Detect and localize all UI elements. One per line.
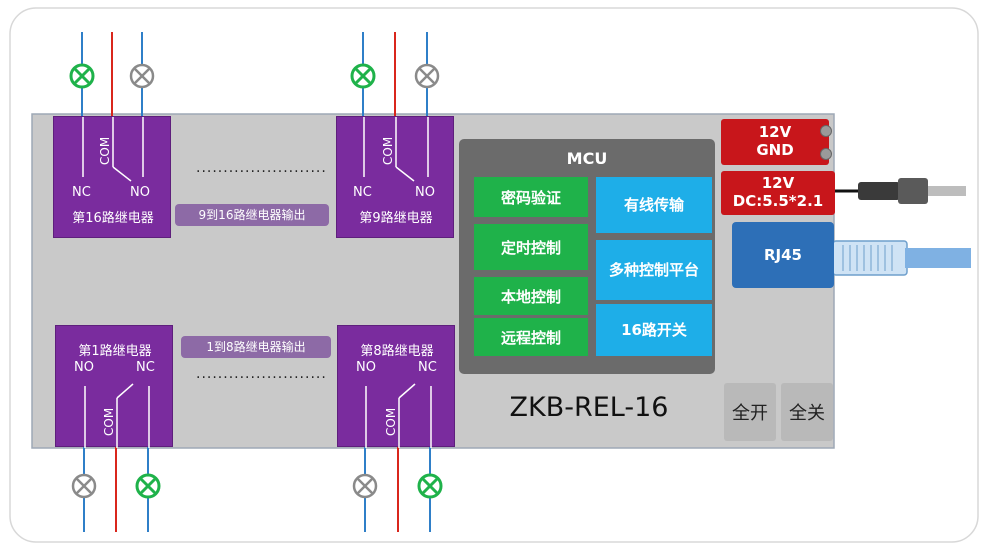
lamp-off-icon [129,63,155,89]
lamp-off-icon [414,63,440,89]
rj45-cable [905,248,971,268]
relay-1-com: COM [102,407,116,436]
feature-multi-platform: 多种控制平台 [596,240,712,300]
lamp-on-icon [135,473,161,499]
relay-8-com: COM [384,407,398,436]
relay-8: 第8路继电器 NO NC COM [337,325,455,448]
relay-16-com: COM [98,136,112,165]
feature-local: 本地控制 [474,277,588,315]
relay-9-label: 第9路继电器 [359,211,433,226]
relay-16-nc: NC [72,185,91,200]
mcu-title: MCU [566,149,608,168]
power-dc-line1: 12V [761,174,795,192]
relay-1: 第1路继电器 NO NC COM [55,325,173,448]
relay-1-no: NO [74,360,94,375]
relay-9-nc: NC [353,185,372,200]
rj45-plug-ridges [842,245,893,271]
feature-password: 密码验证 [474,177,588,217]
lamp-off-icon [352,473,378,499]
relay-1-label: 第1路继电器 [78,344,152,359]
lamp-on-icon [417,473,443,499]
top-ellipsis: ........................ [196,160,327,176]
relay-9-switch [363,117,429,182]
relay-16: COM NC NO 第16路继电器 [53,116,171,238]
relay-9-no: NO [415,185,435,200]
relay-1-nc: NC [136,360,155,375]
power-gnd-line2: GND [756,141,794,159]
relay-8-nc: NC [418,360,437,375]
dc-plug-grip [898,178,928,204]
screw-terminal-icon [820,148,832,160]
lamp-on-icon [350,63,376,89]
rj45-port: RJ45 [732,222,834,288]
feature-16-switch: 16路开关 [596,304,712,356]
power-dc-block: 12V DC:5.5*2.1 [721,171,835,215]
dc-cable [928,186,966,196]
relay-1-switch [84,383,150,448]
power-gnd-block: 12V GND [721,119,829,165]
relay-9-com: COM [381,136,395,165]
dc-plug-body [858,182,900,200]
relay-8-label: 第8路继电器 [360,344,434,359]
feature-wired: 有线传输 [596,177,712,233]
bottom-ellipsis: ........................ [196,366,327,382]
all-off-button[interactable]: 全关 [781,383,833,441]
all-on-button[interactable]: 全开 [724,383,776,441]
lamp-off-icon [71,473,97,499]
relay-16-label: 第16路继电器 [72,211,154,226]
power-gnd-line1: 12V [758,123,792,141]
relay-8-switch [365,383,432,448]
power-dc-line2: DC:5.5*2.1 [732,192,824,210]
model-name: ZKB-REL-16 [509,392,669,423]
relay-8-no: NO [356,360,376,375]
rj45-plug [832,240,908,276]
relay-16-switch [82,117,144,182]
screw-terminal-icon [820,125,832,137]
feature-remote: 远程控制 [474,318,588,356]
bottom-group-label: 1到8路继电器输出 [181,336,331,358]
relay-16-no: NO [130,185,150,200]
lamp-on-icon [69,63,95,89]
feature-timer: 定时控制 [474,224,588,270]
top-group-label: 9到16路继电器输出 [175,204,329,226]
relay-9: COM NC NO 第9路继电器 [336,116,454,238]
